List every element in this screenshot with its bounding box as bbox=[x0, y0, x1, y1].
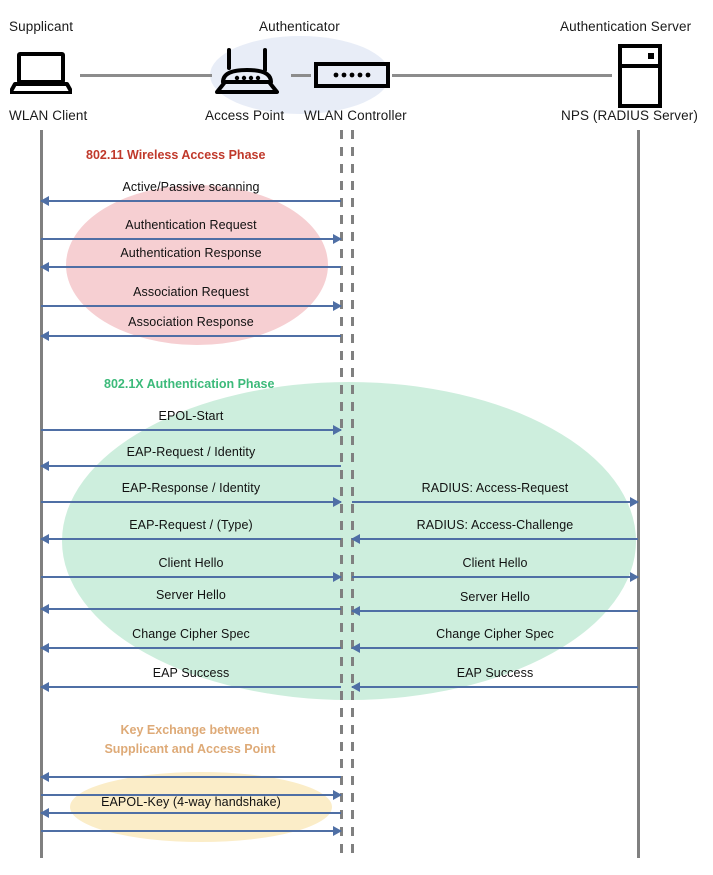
phase-blob-wireless bbox=[66, 185, 328, 345]
wlan-controller-icon bbox=[314, 62, 390, 93]
actor-label-nps-radius-server: NPS (RADIUS Server) bbox=[561, 108, 698, 123]
arrow-head-left-icon bbox=[351, 606, 360, 616]
arrow-head-left-icon bbox=[40, 604, 49, 614]
arrow-head-left-icon bbox=[40, 808, 49, 818]
lifeline-access-point bbox=[340, 130, 343, 858]
arrow-head-right-icon bbox=[333, 301, 342, 311]
arrow-head-left-icon bbox=[40, 196, 49, 206]
message-label: Change Cipher Spec bbox=[132, 627, 250, 641]
message-label: Server Hello bbox=[460, 590, 530, 604]
arrow-head-right-icon bbox=[333, 425, 342, 435]
role-title-authentication-server: Authentication Server bbox=[560, 19, 692, 34]
arrow-head-right-icon bbox=[333, 826, 342, 836]
arrow-head-left-icon bbox=[40, 534, 49, 544]
message-label: RADIUS: Access-Request bbox=[421, 481, 569, 495]
message-label: EAP Success bbox=[456, 666, 534, 680]
arrow-head-right-icon bbox=[630, 572, 639, 582]
access-point-icon bbox=[215, 48, 279, 101]
arrow-head-left-icon bbox=[40, 772, 49, 782]
message-label: Association Request bbox=[133, 285, 249, 299]
arrow-head-right-icon bbox=[630, 497, 639, 507]
message-label: Client Hello bbox=[462, 556, 528, 570]
arrow-head-left-icon bbox=[351, 643, 360, 653]
lifeline-wlan-controller bbox=[351, 130, 354, 858]
message-label: Server Hello bbox=[156, 588, 226, 602]
phase-caption-dot1x: 802.1X Authentication Phase bbox=[104, 377, 275, 391]
message-label: Authentication Response bbox=[120, 246, 262, 260]
phase-caption-key-line2: Supplicant and Access Point bbox=[104, 742, 276, 756]
message-label: EAPOL-Key (4-way handshake) bbox=[101, 795, 281, 809]
message-label: Association Response bbox=[128, 315, 254, 329]
lifeline-supplicant bbox=[40, 130, 43, 858]
phase-caption-key-exchange: Key Exchange between Supplicant and Acce… bbox=[90, 721, 290, 759]
link-ap-to-controller bbox=[291, 74, 311, 77]
server-icon bbox=[618, 44, 662, 113]
link-client-to-ap bbox=[80, 74, 212, 77]
arrow-head-left-icon bbox=[40, 682, 49, 692]
arrow-head-right-icon bbox=[333, 497, 342, 507]
message-label: RADIUS: Access-Challenge bbox=[416, 518, 574, 532]
actor-label-wlan-controller: WLAN Controller bbox=[304, 108, 407, 123]
phase-caption-key-line1: Key Exchange between bbox=[120, 723, 260, 737]
message-label: Authentication Request bbox=[125, 218, 257, 232]
arrow-head-left-icon bbox=[40, 461, 49, 471]
arrow-head-right-icon bbox=[333, 790, 342, 800]
arrow-head-left-icon bbox=[40, 643, 49, 653]
arrow-head-left-icon bbox=[351, 534, 360, 544]
message-label: EAP Success bbox=[152, 666, 230, 680]
message-label: EPOL-Start bbox=[158, 409, 224, 423]
message-label: Client Hello bbox=[158, 556, 224, 570]
message-label: EAP-Request / (Type) bbox=[129, 518, 253, 532]
lifeline-authentication-server bbox=[637, 130, 640, 858]
phase-caption-wireless: 802.11 Wireless Access Phase bbox=[86, 148, 266, 162]
actor-label-access-point: Access Point bbox=[205, 108, 285, 123]
arrow-head-left-icon bbox=[40, 331, 49, 341]
message-label: Active/Passive scanning bbox=[122, 180, 260, 194]
message-label: EAP-Request / Identity bbox=[126, 445, 256, 459]
role-title-supplicant: Supplicant bbox=[9, 19, 74, 34]
arrow-head-left-icon bbox=[351, 682, 360, 692]
laptop-icon bbox=[8, 52, 74, 99]
message-label: Change Cipher Spec bbox=[436, 627, 554, 641]
role-title-authenticator: Authenticator bbox=[259, 19, 340, 34]
message-label: EAP-Response / Identity bbox=[121, 481, 261, 495]
actor-label-wlan-client: WLAN Client bbox=[9, 108, 88, 123]
link-controller-to-server bbox=[392, 74, 612, 77]
arrow-head-right-icon bbox=[333, 572, 342, 582]
arrow-head-right-icon bbox=[333, 234, 342, 244]
arrow-head-left-icon bbox=[40, 262, 49, 272]
